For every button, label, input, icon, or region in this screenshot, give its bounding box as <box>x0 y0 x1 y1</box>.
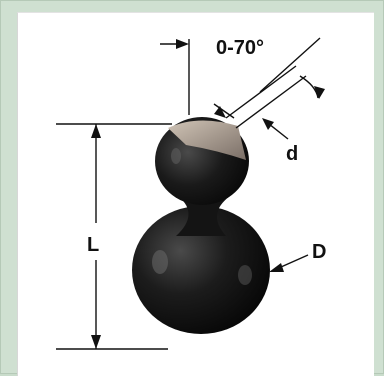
length-arrow-top <box>91 124 101 138</box>
angle-label: 0-70° <box>216 37 264 59</box>
small-diameter-label: d <box>286 143 298 165</box>
highlight-upper <box>171 148 181 164</box>
angle-arrow-left <box>176 39 189 49</box>
length-dimension <box>56 123 172 350</box>
large-diameter-label: D <box>312 241 326 263</box>
d-arrow-lower <box>262 118 274 130</box>
lower-sphere <box>132 206 270 334</box>
ball-object <box>132 117 270 334</box>
highlight-right <box>238 265 252 285</box>
D-arrow <box>269 263 284 272</box>
length-label: L <box>87 234 99 256</box>
angled-cut-face <box>168 120 246 160</box>
neck <box>176 196 230 236</box>
d-arrow-upper <box>214 106 226 118</box>
angle-arrow-right <box>314 86 325 99</box>
length-arrow-bottom <box>91 335 101 349</box>
highlight-lower <box>152 250 168 274</box>
